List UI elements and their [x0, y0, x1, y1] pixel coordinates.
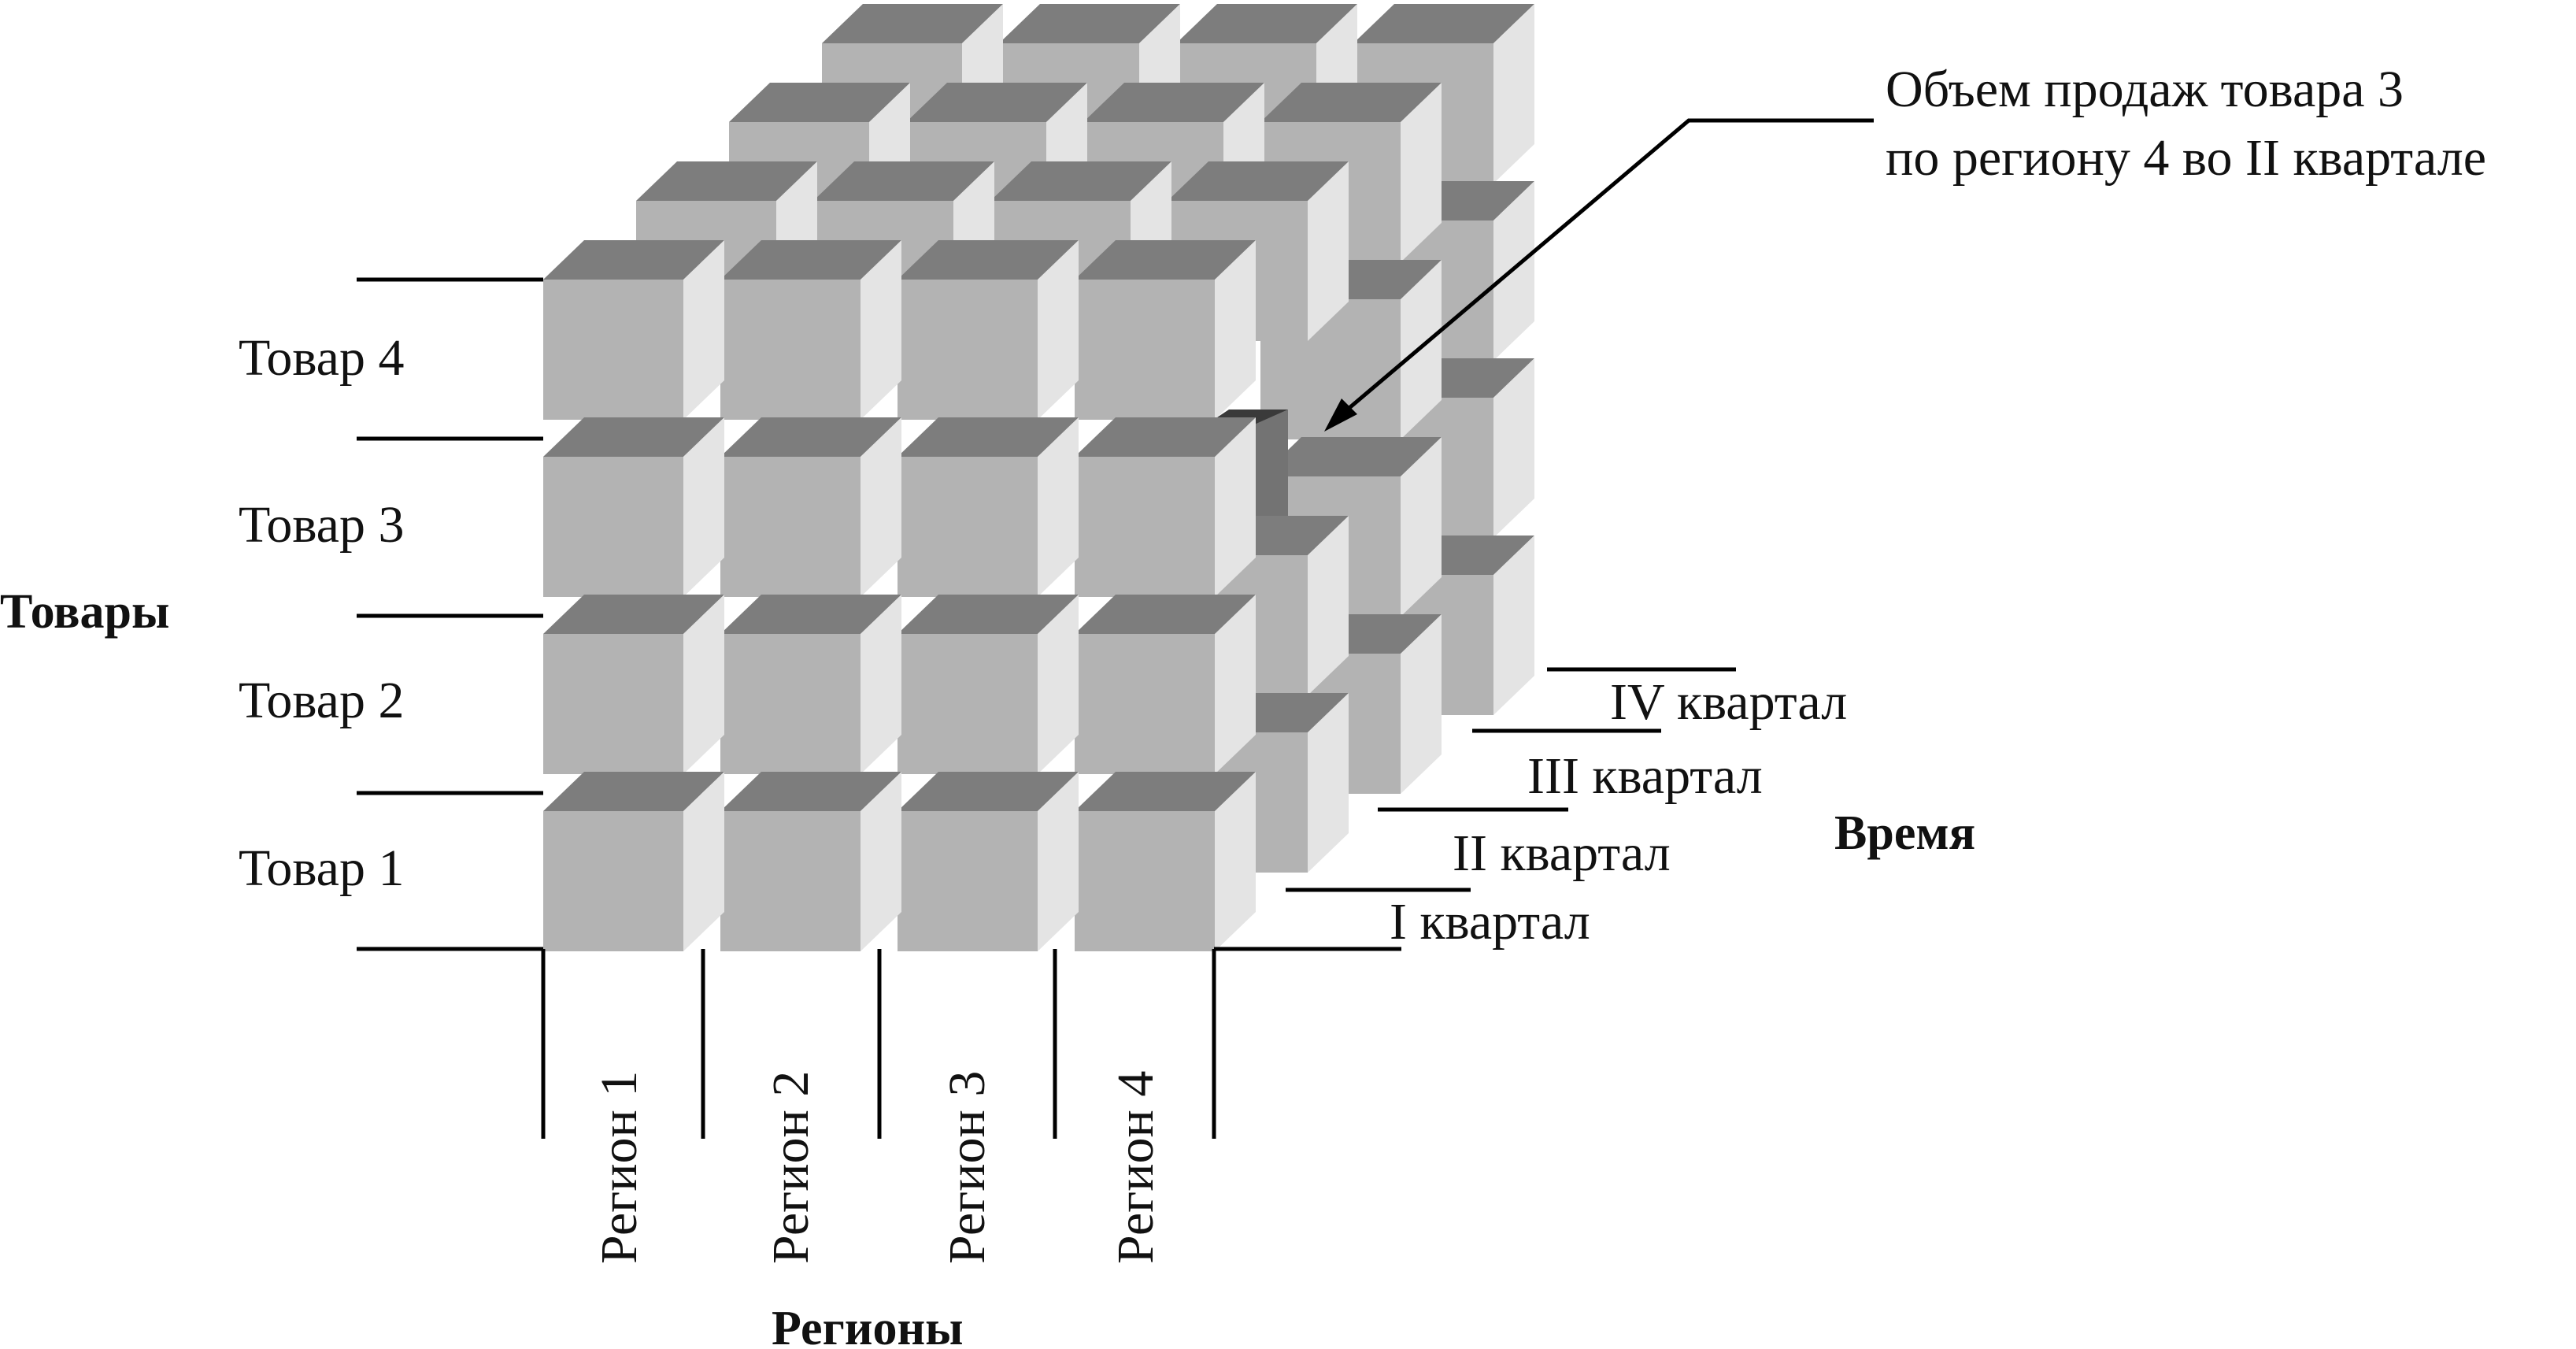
callout: Объем продаж товара 3 по региону 4 во II… [1324, 61, 2486, 432]
cube-q1-r4-p2-side [1215, 595, 1256, 774]
cube-q1-r4-p1-front [1075, 811, 1215, 951]
cube-q1-r1-p4-side [683, 240, 724, 420]
cube-q1-r4-p1-side [1215, 772, 1256, 951]
cube-q4-r4-p1-side [1493, 536, 1534, 715]
cube-q1-r4-p3-top [1075, 417, 1256, 457]
cube-q4-r4-p2-side [1493, 358, 1534, 538]
cube-q1-r4-p2-front [1075, 634, 1215, 774]
product-label-3: Товар 3 [239, 496, 404, 554]
cube-q1-r1-p4-front [543, 280, 683, 420]
cube-q1-r2-p4-side [861, 240, 901, 420]
cube-q3-r4-p4-side [1401, 83, 1442, 262]
cube-q1-r3-p4-front [898, 280, 1038, 420]
cube-q2-r4-p4-top [1168, 161, 1349, 201]
cube-q1-r4-p4-top [1075, 240, 1256, 280]
region-label-2: Регион 2 [762, 1071, 820, 1264]
cube-q1-r3-p2-side [1038, 595, 1079, 774]
region-label-3: Регион 3 [938, 1071, 996, 1264]
callout-text-line-1: Объем продаж товара 3 [1886, 61, 2404, 118]
cube-q1-r2-p4-front [720, 280, 861, 420]
cube-q1-r3-p4-top [898, 240, 1079, 280]
cube-q1-r3-p2-top [898, 595, 1079, 634]
cube-q1-r2-p1-front [720, 811, 861, 951]
cube-q1-r3-p3-front [898, 457, 1038, 597]
product-label-4: Товар 4 [239, 329, 404, 387]
cube-q1-r2-p1-side [861, 772, 901, 951]
regions-axis-title: Регионы [772, 1302, 964, 1349]
cube-q1-r1-p2-top [543, 595, 724, 634]
cube-q2-r4-p1-side [1308, 693, 1349, 873]
regions-axis: Регион 1 Регион 2 Регион 3 Регион 4 Реги… [541, 949, 1216, 1349]
cube-q3-r2-p4-top [906, 83, 1087, 122]
cube-q1-r2-p2-front [720, 634, 861, 774]
cube-q1-r4-p3-side [1215, 417, 1256, 597]
cube-q1-r1-p1-side [683, 772, 724, 951]
cube-q1-r1-p3-front [543, 457, 683, 597]
callout-text-line-2: по региону 4 во II квартале [1886, 129, 2486, 187]
cube-q1-r1-p2-side [683, 595, 724, 774]
cube-q1-r4-p2-top [1075, 595, 1256, 634]
cube-q2-r4-p2-side [1308, 516, 1349, 695]
cube-q1-r3-p3-side [1038, 417, 1079, 597]
cube-q3-r4-p4-top [1260, 83, 1442, 122]
products-axis-title: Товары [0, 585, 169, 639]
cube-q1-r4-p3-front [1075, 457, 1215, 597]
time-axis-title: Время [1834, 806, 1975, 860]
cube-q1-r2-p4-top [720, 240, 901, 280]
cube-q1-r2-p3-front [720, 457, 861, 597]
cube-q1-r2-p1-top [720, 772, 901, 811]
quarter-label-4: IV квартал [1610, 673, 1847, 731]
cube-q1-r1-p1-front [543, 811, 683, 951]
cube-q2-r3-p4-top [990, 161, 1171, 201]
product-label-1: Товар 1 [239, 839, 404, 897]
cube-q4-r3-p4-top [1176, 4, 1357, 43]
cube-q1-r2-p3-side [861, 417, 901, 597]
quarter-label-2: II квартал [1453, 825, 1671, 882]
quarter-label-1: I квартал [1390, 893, 1590, 951]
cube-q4-r4-p4-side [1493, 4, 1534, 183]
cube-q3-r1-p4-top [729, 83, 910, 122]
time-axis: I квартал II квартал III квартал IV квар… [1214, 667, 1975, 951]
cube-q1-r3-p2-front [898, 634, 1038, 774]
cube-q1-r3-p1-front [898, 811, 1038, 951]
cube-q1-r1-p3-top [543, 417, 724, 457]
region-label-4: Регион 4 [1107, 1071, 1164, 1264]
cube-cells [543, 4, 1534, 951]
cube-q2-r4-p4-side [1308, 161, 1349, 341]
cube-q1-r2-p2-top [720, 595, 901, 634]
region-label-1: Регион 1 [590, 1071, 648, 1264]
cube-q3-r4-p2-top [1260, 437, 1442, 476]
cube-q1-r3-p3-top [898, 417, 1079, 457]
cube-q1-r4-p4-side [1215, 240, 1256, 420]
cube-q1-r2-p3-top [720, 417, 901, 457]
cube-q1-r4-p4-front [1075, 280, 1215, 420]
cube-q1-r3-p1-side [1038, 772, 1079, 951]
cube-q1-r2-p2-side [861, 595, 901, 774]
cube-q1-r1-p4-top [543, 240, 724, 280]
product-label-2: Товар 2 [239, 672, 404, 729]
cube-q3-r4-p1-side [1401, 614, 1442, 794]
cube-q1-r1-p1-top [543, 772, 724, 811]
cube-q1-r1-p2-front [543, 634, 683, 774]
cube-q3-r4-p2-side [1401, 437, 1442, 617]
cube-q1-r4-p1-top [1075, 772, 1256, 811]
cube-q2-r2-p4-top [813, 161, 994, 201]
cube-q4-r4-p4-top [1353, 4, 1534, 43]
callout-arrowhead [1324, 398, 1357, 432]
cube-q1-r3-p1-top [898, 772, 1079, 811]
cube-q2-r1-p4-top [636, 161, 817, 201]
cube-q1-r3-p4-side [1038, 240, 1079, 420]
quarter-label-3: III квартал [1527, 747, 1763, 805]
cube-q4-r2-p4-top [999, 4, 1180, 43]
cube-q4-r1-p4-top [822, 4, 1003, 43]
callout-leader-line [1338, 118, 1874, 417]
products-axis: Товар 4 Товар 3 Товар 2 Товар 1 Товары [0, 277, 543, 951]
cube-q1-r1-p3-side [683, 417, 724, 597]
cube-q3-r3-p4-top [1083, 83, 1264, 122]
